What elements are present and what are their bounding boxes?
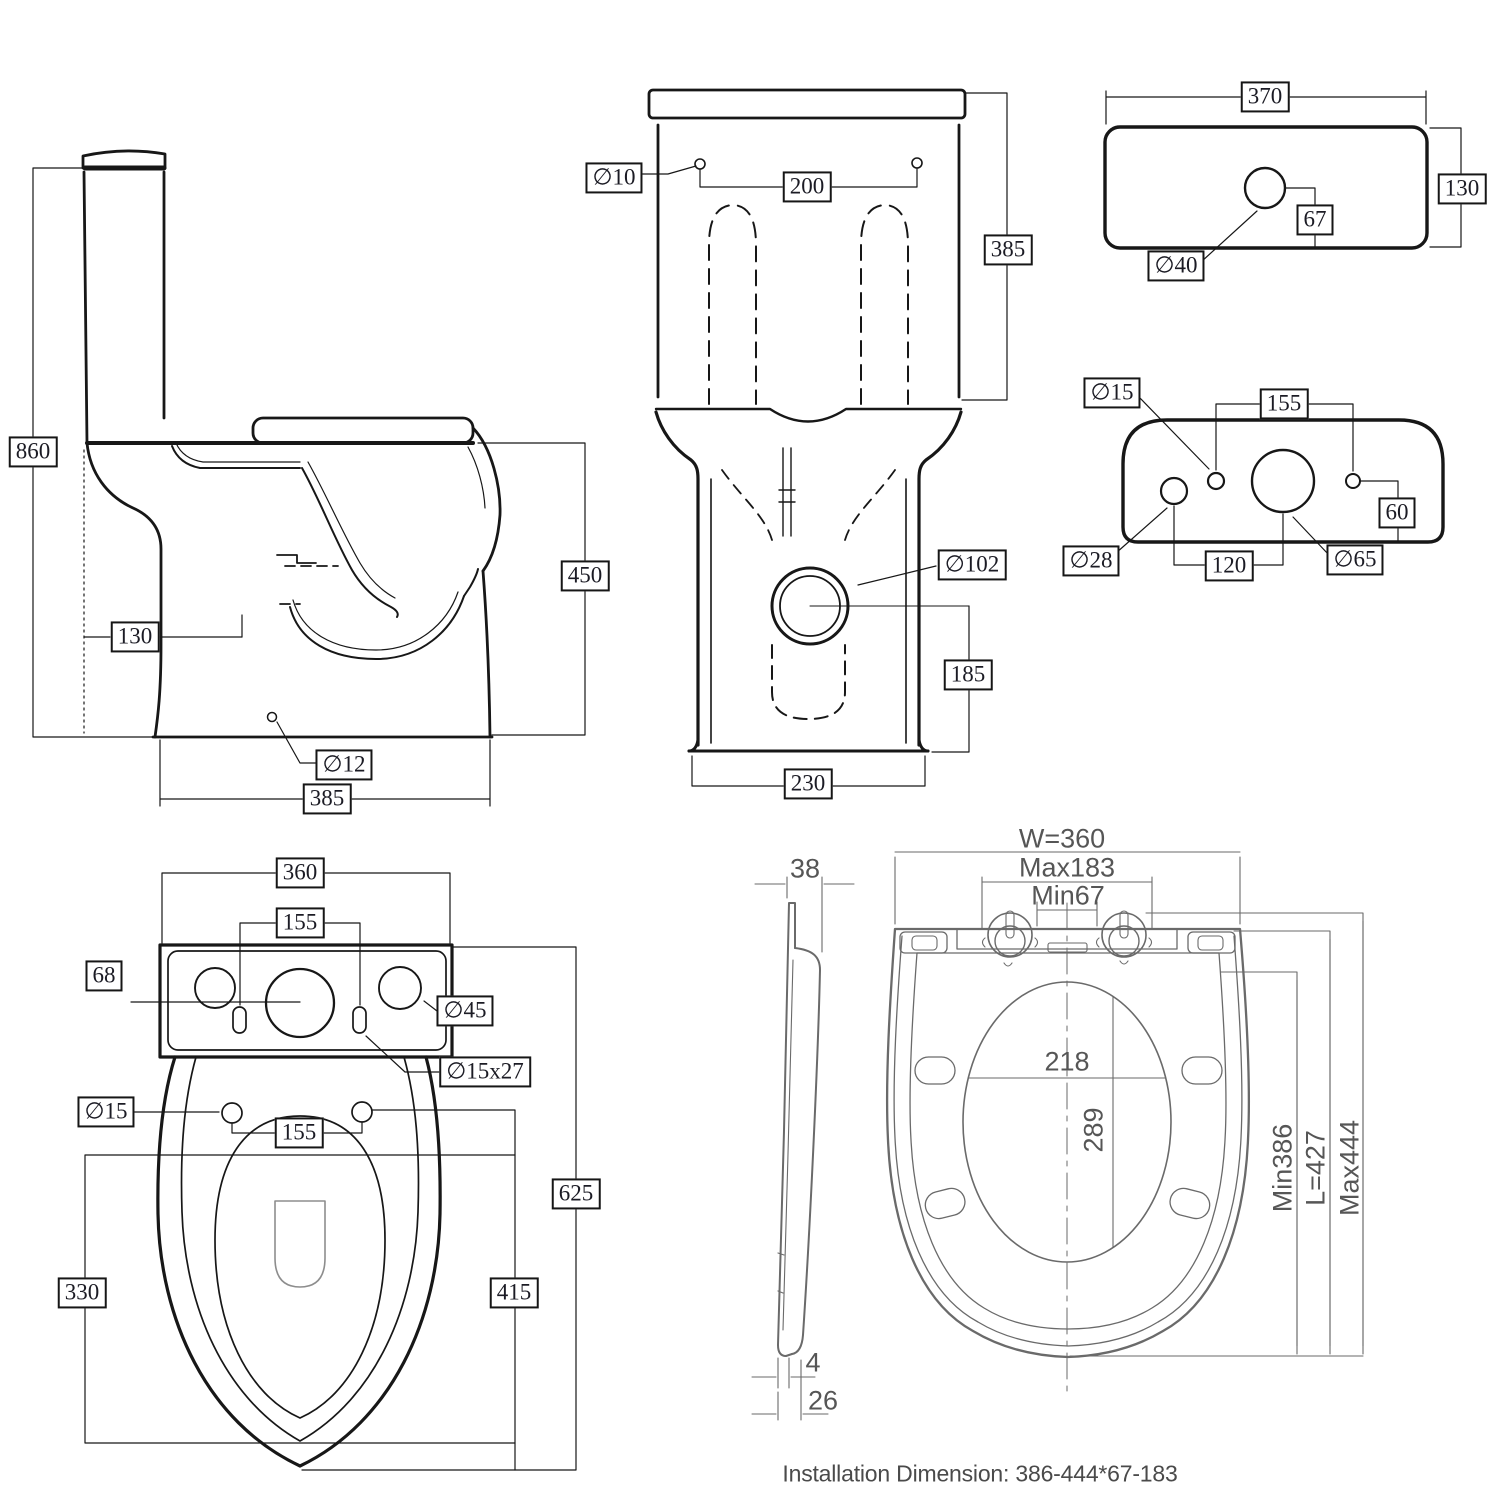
side-view — [32, 149, 586, 807]
dim-front-tank-height: 385 — [983, 234, 1033, 266]
dim-seat-length-min: Min386 — [1267, 1123, 1298, 1213]
tank-hole-right — [378, 966, 422, 1010]
dim-side-fixing-hole: ∅12 — [315, 749, 373, 781]
dim-seat-length: L=427 — [1300, 1130, 1331, 1206]
overflow-hole — [1206, 471, 1226, 491]
dim-back-overflow-hole: ∅15 — [1083, 377, 1141, 409]
flush-hole-center — [264, 967, 336, 1039]
dim-side-base-depth: 385 — [302, 783, 352, 815]
dim-top-flush-hole: ∅45 — [436, 995, 494, 1027]
dim-seat-opening-width: 218 — [1044, 1046, 1090, 1077]
inlet-hole — [1159, 476, 1189, 506]
dim-lid-depth: 130 — [1437, 173, 1487, 205]
flush-valve-hole — [1250, 448, 1316, 514]
dim-back-inlet-hole: ∅28 — [1062, 545, 1120, 577]
hinge-right — [1101, 912, 1147, 958]
seat-lid-profile — [251, 416, 475, 445]
seat-top-view — [885, 851, 1364, 1393]
button-hole — [1243, 166, 1287, 210]
dim-front-hole-spacing: 200 — [782, 171, 832, 203]
dim-seat-opening-length: 289 — [1078, 1107, 1109, 1153]
dim-front-outlet-height: 185 — [943, 659, 993, 691]
dim-seat-hinge-min: Min67 — [1031, 880, 1105, 911]
dim-back-hole-spacing: 155 — [1259, 388, 1309, 420]
top-view — [84, 872, 577, 1471]
seat-side-view — [751, 876, 855, 1421]
hinge-left — [987, 912, 1033, 958]
dim-top-slot-size: ∅15x27 — [439, 1056, 531, 1088]
dim-lid-width: 370 — [1240, 81, 1290, 113]
tank-lid-top-view — [1103, 90, 1462, 263]
fixing-hole — [266, 711, 278, 723]
side-small-hole — [1345, 473, 1361, 489]
tank-back-view — [1115, 396, 1445, 566]
dim-side-trapway-height: 130 — [110, 621, 160, 653]
dim-top-slot-spacing: 155 — [275, 907, 325, 939]
dim-back-inlet-spacing: 120 — [1204, 550, 1254, 582]
dim-front-outlet: ∅102 — [937, 549, 1007, 581]
dim-seat-foot: 26 — [807, 1385, 839, 1416]
dim-seat-width: W=360 — [1018, 823, 1106, 854]
dim-top-bowl-width: 330 — [57, 1277, 107, 1309]
dim-seat-thickness: 38 — [789, 853, 821, 884]
dim-lid-button-offset: 67 — [1296, 204, 1334, 236]
dim-front-base-width: 230 — [783, 768, 833, 800]
dim-top-seat-hole: ∅15 — [77, 1096, 135, 1128]
tank-fixing-hole-right — [911, 157, 923, 169]
dim-top-overall-length: 625 — [551, 1178, 601, 1210]
hinge-bolt-right — [1108, 925, 1140, 957]
seat-hole-left — [221, 1102, 243, 1124]
seat-hole-right — [351, 1101, 373, 1123]
dim-top-center-offset: 68 — [85, 960, 123, 992]
trapway-hatch-block — [242, 555, 277, 615]
dim-seat-length-max: Max444 — [1334, 1119, 1365, 1217]
hinge-bolt-left — [994, 925, 1026, 957]
dim-back-flush-hole: ∅65 — [1326, 544, 1384, 576]
front-view — [640, 88, 1008, 787]
dim-seat-lip: 4 — [805, 1347, 821, 1378]
dim-front-tank-hole: ∅10 — [585, 162, 643, 194]
dim-top-seat-hole-spacing: 155 — [274, 1117, 324, 1149]
dim-back-edge-offset: 60 — [1378, 497, 1416, 529]
dim-lid-button-hole: ∅40 — [1147, 250, 1205, 282]
dim-top-tank-width: 360 — [275, 857, 325, 889]
dim-side-rim-height: 450 — [560, 560, 610, 592]
dim-top-bowl-length: 415 — [489, 1277, 539, 1309]
tank-hole-left — [194, 967, 236, 1009]
dim-side-overall-height: 860 — [8, 436, 58, 468]
dim-seat-hinge-max: Max183 — [1018, 852, 1116, 883]
tank-fixing-hole-left — [694, 158, 706, 170]
slot-right — [352, 1006, 367, 1034]
slot-left — [232, 1006, 247, 1034]
installation-dimension-note: Installation Dimension: 386-444*67-183 — [782, 1460, 1178, 1487]
